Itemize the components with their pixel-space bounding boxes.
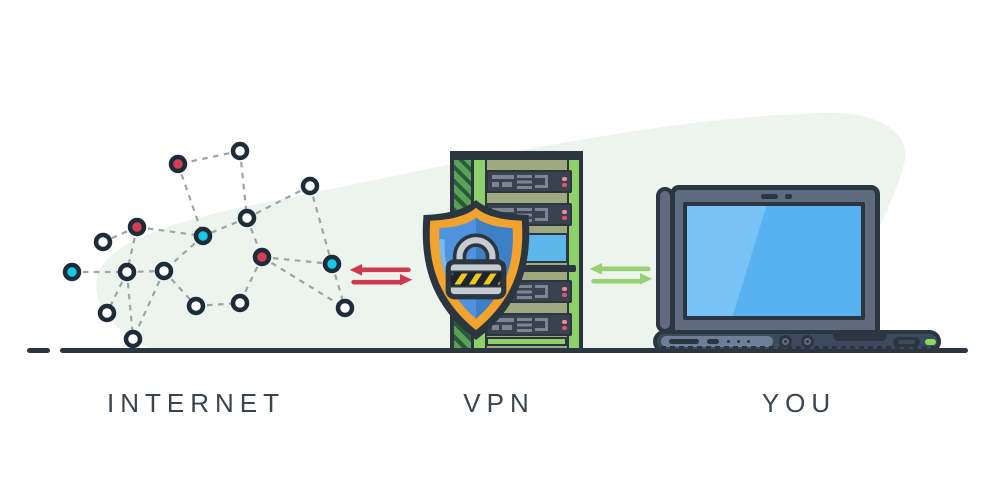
network-node-white <box>186 296 206 316</box>
network-edge <box>125 271 135 340</box>
status-leds <box>562 176 567 187</box>
network-edge <box>261 256 346 309</box>
network-node-white <box>93 232 113 252</box>
laptop-lid <box>670 185 880 335</box>
network-node-white <box>117 262 137 282</box>
network-node-red <box>252 247 272 267</box>
network-node-red <box>127 217 147 237</box>
network-node-cyan <box>322 254 342 274</box>
network-node-white <box>97 303 117 323</box>
laptop-screen <box>683 202 865 320</box>
network-edge <box>238 150 249 219</box>
rack-bottom-strip <box>486 337 567 346</box>
network-edge <box>202 216 248 238</box>
laptop-hinge-notch <box>833 334 887 341</box>
network-node-white <box>230 141 250 161</box>
network-edge <box>261 255 333 266</box>
network-node-white <box>154 261 174 281</box>
status-leds <box>562 286 567 297</box>
laptop-button <box>893 337 920 347</box>
server-shelf <box>490 265 576 272</box>
webcam-icon <box>761 194 778 199</box>
network-node-red <box>168 154 188 174</box>
network-edge <box>308 185 334 265</box>
network-edge <box>131 270 166 340</box>
label-internet: INTERNET <box>107 388 285 418</box>
arrows-internet-vpn-icon <box>349 264 413 286</box>
laptop-vent-panel <box>661 336 773 347</box>
network-edge <box>239 256 263 304</box>
network-node-white <box>230 293 250 313</box>
label-vpn: VPN <box>463 388 535 418</box>
network-edge <box>163 270 197 307</box>
network-edge <box>136 225 204 238</box>
status-leds <box>562 319 567 330</box>
network-node-white <box>300 176 320 196</box>
network-node-cyan <box>62 262 82 282</box>
rack-top-bar <box>454 155 579 160</box>
shield-lock-icon <box>422 200 530 340</box>
network-edge <box>163 235 204 272</box>
webcam-led <box>785 194 792 199</box>
server-tray <box>486 170 572 193</box>
ground-dash <box>27 348 50 353</box>
network-edge <box>177 149 241 166</box>
network-node-white <box>123 329 143 349</box>
laptop-icon <box>650 183 950 355</box>
hazard-stripes <box>450 272 502 286</box>
arrows-vpn-you-icon <box>589 263 653 285</box>
network-edge <box>176 163 205 237</box>
network-edge <box>246 185 311 219</box>
padlock-icon <box>445 233 507 300</box>
power-led <box>925 339 936 345</box>
label-you: YOU <box>761 388 837 418</box>
status-leds <box>562 209 567 220</box>
network-node-white <box>335 298 355 318</box>
laptop-base <box>653 330 941 353</box>
laptop-vents <box>661 346 937 349</box>
network-node-white <box>237 208 257 228</box>
network-node-cyan <box>193 226 213 246</box>
